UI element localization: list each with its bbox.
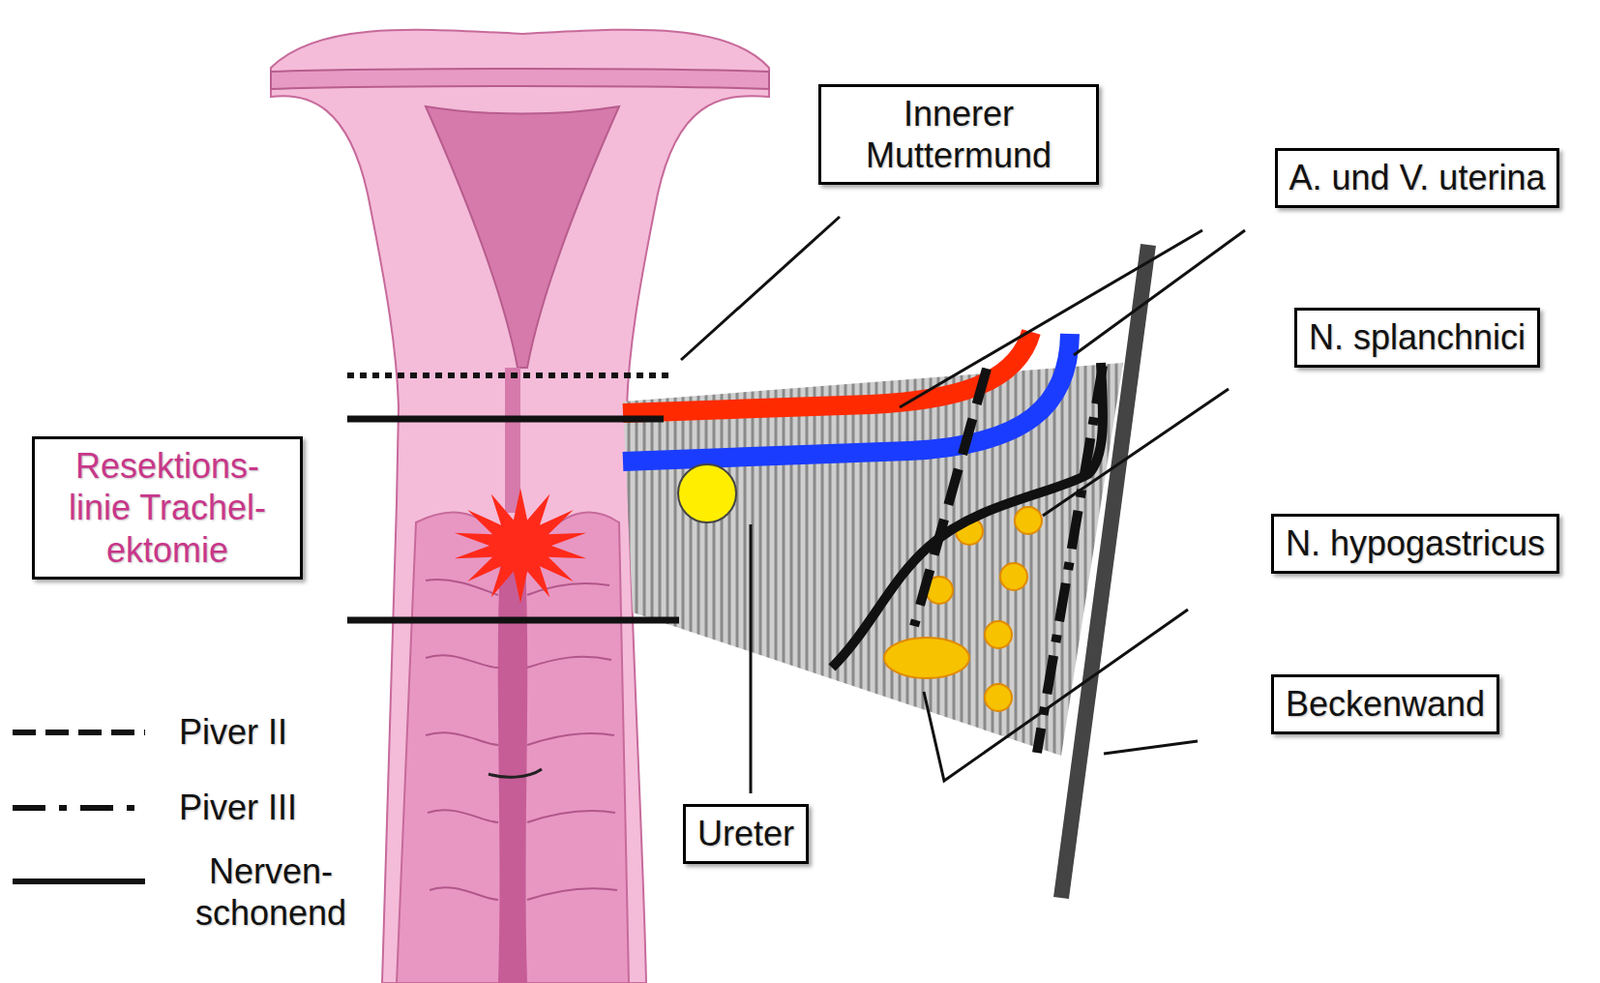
label-text: Resektions- linie Trachel- ektomie xyxy=(46,444,289,571)
nerve-sparing-line xyxy=(831,362,1103,668)
label-text: A. und V. uterina xyxy=(1289,156,1546,199)
resection-line xyxy=(347,617,680,624)
legend-entry: Nerven- schonend xyxy=(178,850,363,934)
piver-iii-line xyxy=(1037,365,1103,753)
label-text: Beckenwand xyxy=(1285,682,1485,725)
label-box: A. und V. uterina xyxy=(1274,148,1561,208)
resection-line xyxy=(347,415,664,423)
label-box: Ureter xyxy=(682,803,809,863)
legend-text: Nerven- schonend xyxy=(178,850,363,934)
uterine-artery xyxy=(622,331,1032,414)
legend-text: Piver II xyxy=(178,711,288,753)
label-box: Innerer Muttermund xyxy=(818,84,1099,185)
label-text: N. splanchnici xyxy=(1308,316,1526,358)
label-box: N. splanchnici xyxy=(1294,307,1541,367)
internal-os-line xyxy=(347,372,674,379)
label-text: Innerer Muttermund xyxy=(832,92,1085,177)
nerve-dots xyxy=(884,506,1042,712)
legend-samples xyxy=(12,732,146,882)
ureter-symbol xyxy=(678,464,737,523)
label-text: N. hypogastricus xyxy=(1285,522,1545,564)
title-box: Resektions- linie Trachel- ektomie xyxy=(31,436,303,580)
label-box: N. hypogastricus xyxy=(1271,513,1560,573)
legend-entry: Piver II xyxy=(178,711,288,753)
parametrium xyxy=(622,362,1124,756)
leader-lines xyxy=(681,216,1245,794)
piver-ii-line xyxy=(914,368,987,626)
tumor-star xyxy=(454,488,587,604)
legend-entry: Piver III xyxy=(178,786,297,829)
label-box: Beckenwand xyxy=(1271,674,1500,734)
label-text: Ureter xyxy=(697,812,795,855)
legend-text: Piver III xyxy=(178,786,297,829)
